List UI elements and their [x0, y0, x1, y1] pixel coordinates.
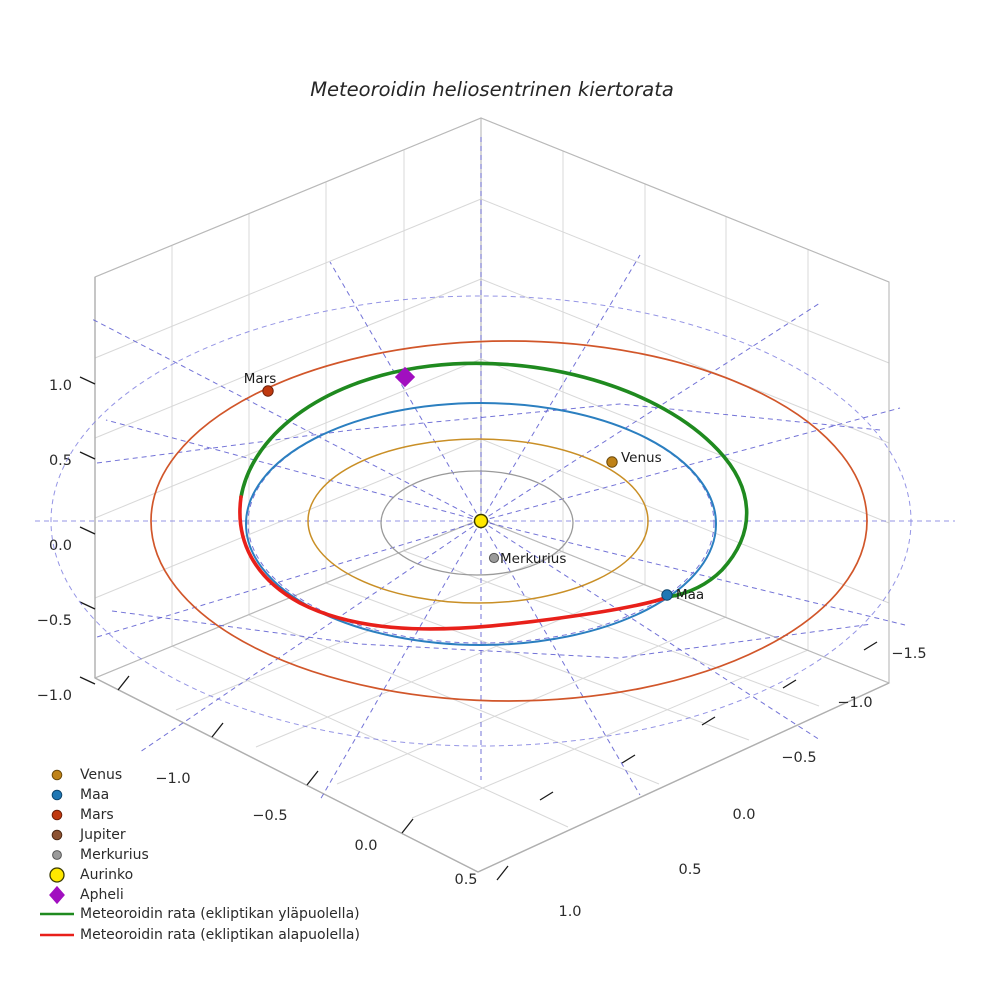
legend-item-merkurius[interactable]: Merkurius	[52, 847, 149, 863]
legend-label-mars: Mars	[80, 807, 114, 823]
label-maa: Maa	[676, 587, 704, 603]
z-tick-label-3: −0.5	[37, 613, 72, 629]
legend-item-venus[interactable]: Venus	[51, 767, 122, 783]
y-tick-label-2: −0.5	[781, 750, 816, 766]
marker-merkurius[interactable]	[488, 552, 500, 564]
reference-ellipse-inner	[247, 402, 715, 644]
y-axis-ticks: −1.5 −1.0 −0.5 0.0 0.5	[539, 641, 927, 878]
meteoroid-orbit	[238, 361, 749, 631]
orbit-maa	[245, 402, 717, 646]
y-axis-spine	[477, 682, 890, 873]
legend-item-aurinko[interactable]: Aurinko	[49, 867, 133, 883]
marker-maa[interactable]	[661, 589, 673, 601]
marker-venus[interactable]	[606, 456, 618, 468]
marker-aurinko[interactable]	[473, 513, 489, 529]
legend-label-meteoroid-upper: Meteoroidin rata (ekliptikan yläpuolella…	[80, 906, 360, 922]
legend-label-merkurius: Merkurius	[80, 847, 149, 863]
legend-label-meteoroid-lower: Meteoroidin rata (ekliptikan alapuolella…	[80, 927, 360, 943]
label-venus: Venus	[621, 450, 662, 466]
legend-label-jupiter: Jupiter	[79, 827, 126, 843]
legend: Venus Maa Mars Jupiter Merkurius	[40, 767, 360, 943]
z-axis-ticks: 1.0 0.5 0.0 −0.5 −1.0	[37, 376, 96, 704]
z-tick-label-1: 0.5	[49, 453, 72, 469]
legend-marker-mars	[51, 809, 63, 821]
label-mars: Mars	[244, 371, 277, 387]
reference-spokes	[89, 254, 906, 801]
y-tick-label-1: −1.0	[837, 695, 872, 711]
z-tick-label-4: −1.0	[37, 688, 72, 704]
z-tick-label-2: 0.0	[49, 538, 72, 554]
y-tick-label-0: −1.5	[891, 646, 926, 662]
meteoroid-orbit-upper	[239, 361, 749, 599]
legend-marker-merkurius	[52, 850, 62, 860]
legend-item-apheli[interactable]: Apheli	[49, 885, 124, 905]
reference-geometry	[35, 137, 955, 801]
legend-label-aurinko: Aurinko	[80, 867, 133, 883]
legend-marker-maa	[51, 789, 63, 801]
legend-label-maa: Maa	[80, 787, 109, 803]
marker-mars[interactable]	[262, 385, 274, 397]
x-tick-label-1: −0.5	[252, 808, 287, 824]
axes-panes	[93, 117, 891, 873]
x-tick-label-2: 0.0	[354, 838, 377, 854]
legend-marker-apheli	[49, 885, 65, 905]
y-tick-label-3: 0.0	[732, 807, 755, 823]
x-tick-label-0: −1.0	[155, 771, 190, 787]
orbit-merkurius	[380, 470, 574, 576]
legend-marker-venus	[51, 769, 63, 781]
x-tick-label-4: 1.0	[558, 904, 581, 920]
y-tick-label-4: 0.5	[678, 862, 701, 878]
planet-orbits	[150, 340, 868, 702]
orbit-mars	[150, 340, 868, 702]
x-tick-label-3: 0.5	[454, 872, 477, 888]
legend-label-apheli: Apheli	[80, 887, 124, 903]
legend-marker-aurinko	[49, 867, 65, 883]
label-merkurius: Merkurius	[500, 551, 566, 567]
legend-item-meteoroid-upper[interactable]: Meteoroidin rata (ekliptikan yläpuolella…	[40, 906, 360, 922]
legend-item-meteoroid-lower[interactable]: Meteoroidin rata (ekliptikan alapuolella…	[40, 927, 360, 943]
legend-marker-jupiter	[51, 829, 63, 841]
page-title: Meteoroidin heliosentrinen kiertorata	[310, 78, 674, 101]
z-tick-label-0: 1.0	[49, 378, 72, 394]
legend-item-maa[interactable]: Maa	[51, 787, 109, 803]
orbit-venus	[307, 438, 649, 604]
legend-item-jupiter[interactable]: Jupiter	[51, 827, 126, 843]
body-markers: Merkurius Venus Maa Mars	[244, 366, 704, 603]
x-axis-ticks: −1.0 −0.5 0.0 0.5 1.0	[117, 675, 582, 920]
marker-apheli[interactable]	[394, 366, 416, 388]
reference-chords	[96, 403, 881, 659]
axis-spines	[94, 277, 890, 873]
legend-item-mars[interactable]: Mars	[51, 807, 114, 823]
meteoroid-orbit-lower	[238, 495, 670, 631]
legend-label-venus: Venus	[80, 767, 122, 783]
x-axis-spine	[94, 677, 479, 873]
